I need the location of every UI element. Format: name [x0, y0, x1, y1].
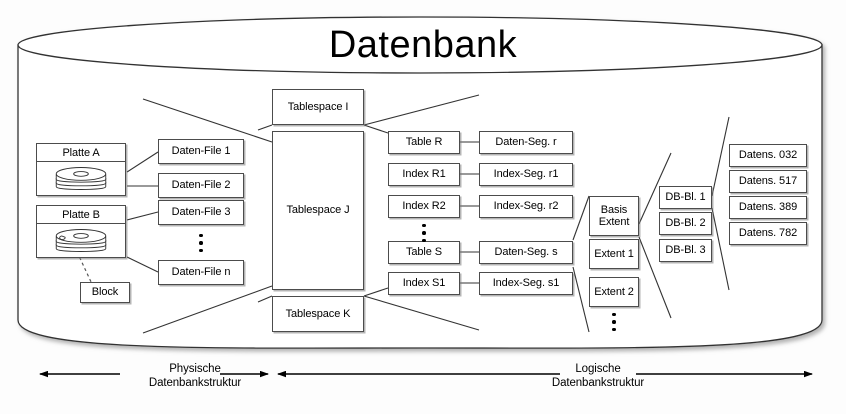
index-r2-label: Index R2 [402, 200, 446, 213]
data-file-n[interactable]: Daten-File n [158, 260, 244, 285]
index-seg-r2[interactable]: Index-Seg. r2 [479, 195, 573, 218]
index-seg-r1[interactable]: Index-Seg. r1 [479, 163, 573, 186]
files-to-tablespace-connectors [142, 98, 273, 334]
physical-structure-label-line1: Physische [169, 363, 221, 375]
record-389[interactable]: Datens. 389 [729, 196, 807, 219]
index-s1-label: Index S1 [402, 277, 446, 290]
table-s-label: Table S [406, 246, 442, 259]
extent-ellipsis [605, 308, 623, 336]
index-seg-s1[interactable]: Index-Seg. s1 [479, 272, 573, 295]
index-seg-r2-label: Index-Seg. r2 [493, 200, 559, 213]
page-title: Datenbank [328, 24, 518, 66]
db-block-1[interactable]: DB-Bl. 1 [659, 186, 712, 209]
daten-seg-s[interactable]: Daten-Seg. s [479, 241, 573, 264]
db-block-2-label: DB-Bl. 2 [665, 217, 706, 230]
logical-structure-label: Logische Datenbankstruktur [513, 362, 683, 391]
tablespace-j-label: Tablespace J [286, 204, 350, 217]
record-517-label: Datens. 517 [738, 175, 798, 188]
data-file-2-label: Daten-File 2 [171, 179, 231, 192]
disk-platte-a-label: Platte A [37, 144, 125, 162]
extent-2-label: Extent 2 [594, 285, 634, 298]
daten-seg-s-label: Daten-Seg. s [494, 246, 558, 259]
disk-stack-icon [37, 224, 125, 257]
data-file-n-label: Daten-File n [171, 266, 231, 279]
disk-stack-icon [37, 162, 125, 195]
record-389-label: Datens. 389 [738, 201, 798, 214]
record-032-label: Datens. 032 [738, 149, 798, 162]
tablespace-j[interactable]: Tablespace J [272, 131, 364, 290]
db-block-1-label: DB-Bl. 1 [665, 191, 706, 204]
data-file-3-label: Daten-File 3 [171, 206, 231, 219]
data-file-1[interactable]: Daten-File 1 [158, 139, 244, 164]
db-block-3-label: DB-Bl. 3 [665, 244, 706, 257]
basis-extent[interactable]: Basis Extent [589, 196, 639, 236]
disk-platte-b[interactable]: Platte B [36, 205, 126, 258]
table-r-label: Table R [405, 136, 443, 149]
objects-ellipsis [415, 219, 433, 247]
tablespace-k[interactable]: Tablespace K [272, 296, 364, 332]
basis-extent-label-line2: Extent [598, 216, 630, 228]
daten-seg-r-label: Daten-Seg. r [495, 136, 557, 149]
index-r2[interactable]: Index R2 [388, 195, 460, 218]
index-r1[interactable]: Index R1 [388, 163, 460, 186]
extent-2[interactable]: Extent 2 [589, 277, 639, 307]
extent-to-block-connectors [638, 152, 672, 319]
record-782[interactable]: Datens. 782 [729, 222, 807, 245]
db-block-3[interactable]: DB-Bl. 3 [659, 239, 712, 262]
index-r1-label: Index R1 [402, 168, 446, 181]
physical-structure-label-line2: Datenbankstruktur [148, 377, 242, 390]
db-block-2[interactable]: DB-Bl. 2 [659, 212, 712, 235]
block-label: Block [91, 286, 119, 299]
record-517[interactable]: Datens. 517 [729, 170, 807, 193]
disk-platte-a[interactable]: Platte A [36, 143, 126, 196]
index-s1[interactable]: Index S1 [388, 272, 460, 295]
index-seg-r1-label: Index-Seg. r1 [493, 168, 559, 181]
daten-seg-r[interactable]: Daten-Seg. r [479, 131, 573, 154]
extent-1-label: Extent 1 [594, 247, 634, 260]
record-032[interactable]: Datens. 032 [729, 144, 807, 167]
tablespace-k-label: Tablespace K [285, 307, 351, 320]
disk-platte-b-label: Platte B [37, 206, 125, 224]
data-file-ellipsis [192, 226, 210, 260]
tablespace-i-label: Tablespace I [287, 100, 349, 113]
data-file-3[interactable]: Daten-File 3 [158, 200, 244, 225]
block-to-record-connectors [711, 116, 730, 291]
physical-structure-label: Physische Datenbankstruktur [110, 362, 280, 391]
tablespace-stack-edges [257, 124, 273, 303]
extent-1[interactable]: Extent 1 [589, 239, 639, 269]
logical-structure-label-line2: Datenbankstruktur [551, 377, 645, 390]
logical-structure-label-line1: Logische [575, 363, 621, 375]
data-file-2[interactable]: Daten-File 2 [158, 173, 244, 198]
disk-to-file-connectors [126, 151, 159, 273]
block-box[interactable]: Block [80, 282, 130, 303]
segment-to-extent-connectors [572, 195, 590, 333]
data-file-1-label: Daten-File 1 [171, 145, 231, 158]
table-r[interactable]: Table R [388, 131, 460, 154]
tablespace-i[interactable]: Tablespace I [272, 89, 364, 125]
basis-extent-label-line1: Basis [600, 203, 628, 216]
object-to-segment-connectors [460, 141, 479, 284]
tablespace-to-objects-connectors [363, 94, 480, 331]
record-782-label: Datens. 782 [738, 227, 798, 240]
index-seg-s1-label: Index-Seg. s1 [492, 277, 560, 290]
